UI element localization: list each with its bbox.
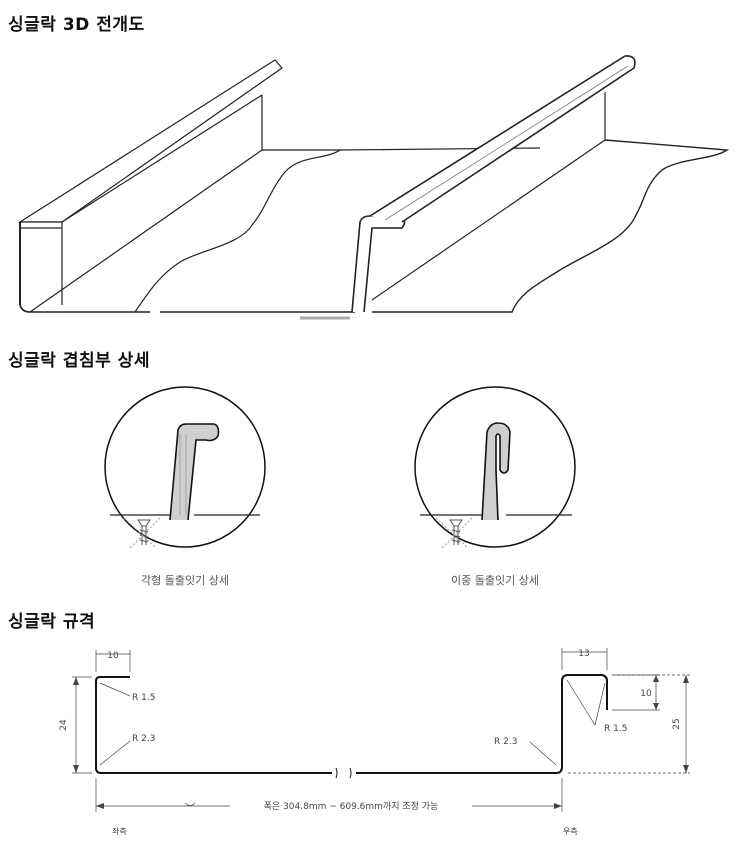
- left-profile: [95, 676, 332, 774]
- detail-circle-left: [104, 386, 266, 549]
- dim-right-lip-height: 10: [640, 689, 652, 699]
- screw-icon: [435, 517, 473, 549]
- detail-circle-right: [414, 386, 576, 549]
- dim-right-height: 25: [672, 718, 682, 729]
- right-profile: [356, 674, 608, 774]
- dim-right-radius-bottom: R 2.3: [494, 737, 517, 747]
- center-seam: [351, 215, 406, 313]
- left-seam-face: [19, 221, 63, 229]
- screw-icon: [123, 517, 161, 549]
- dim-left-radius-bottom: R 2.3: [132, 734, 155, 744]
- spec-profile: [95, 674, 608, 779]
- dim-left-height: 24: [59, 719, 69, 731]
- width-adjust-note: 폭은 304.8mm ~ 609.6mm까지 조정 가능: [264, 801, 439, 812]
- dim-left-top-width: 10: [107, 651, 119, 661]
- caption-square-seam: 각형 돌출잇기 상세: [141, 574, 229, 587]
- left-seam-top: [17, 59, 283, 223]
- panel-3d-view: [17, 55, 730, 320]
- section-title-overlap: 싱글락 겹침부 상세: [8, 351, 150, 371]
- dim-left-radius-top: R 1.5: [132, 693, 155, 703]
- dim-right-top-width: 13: [578, 649, 589, 659]
- caption-double-seam: 이중 돌출잇기 상세: [451, 574, 539, 587]
- dim-right-radius-top: R 1.5: [604, 724, 627, 734]
- left-side-label: 좌측: [112, 827, 127, 836]
- right-seam-top: [369, 55, 636, 223]
- section-title-3d: 싱글락 3D 전개도: [8, 15, 145, 35]
- right-panel-edge: [372, 139, 730, 313]
- right-side-label: 우측: [563, 827, 578, 836]
- seam-profile-double: [481, 422, 511, 521]
- seam-profile-square: [169, 423, 220, 521]
- section-title-spec: 싱글락 규격: [8, 612, 96, 632]
- left-wave-cut: [134, 149, 342, 313]
